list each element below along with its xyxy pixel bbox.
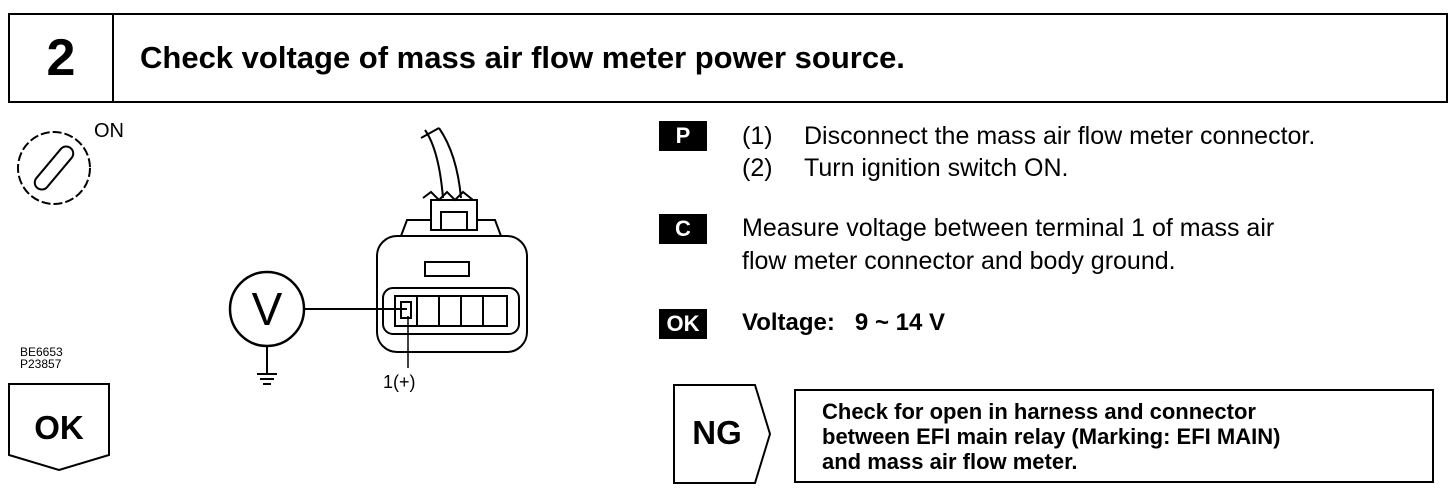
step-text: Disconnect the mass air flow meter conne… <box>804 122 1316 150</box>
voltmeter-symbol: V <box>252 283 283 335</box>
ng-result-tab: NG <box>673 384 773 484</box>
procedure-step: (1) Disconnect the mass air flow meter co… <box>742 120 1315 152</box>
voltage-spec: Voltage: 9 ~ 14 V <box>742 308 945 338</box>
terminal-label: 1(+) <box>383 372 416 392</box>
spec-label: Voltage: <box>742 309 835 336</box>
ng-result-label: NG <box>692 414 742 451</box>
connector-housing <box>400 219 502 237</box>
prep-badge: P <box>659 121 707 151</box>
step-number: 2 <box>10 15 114 101</box>
step-header: 2 Check voltage of mass air flow meter p… <box>8 13 1448 103</box>
step-title: Check voltage of mass air flow meter pow… <box>140 40 905 75</box>
ignition-on-label: ON <box>94 120 124 142</box>
procedure-step: (2) Turn ignition switch ON. <box>742 152 1068 184</box>
spec-value: 9 ~ 14 V <box>854 309 945 336</box>
check-badge: C <box>659 214 707 244</box>
ng-line: and mass air flow meter. <box>822 449 1078 474</box>
figure-codes: BE6653 P23857 <box>20 346 63 370</box>
ok-result-tab: OK <box>8 383 110 471</box>
ng-line: Check for open in harness and connector <box>822 399 1256 424</box>
figure-code: BE6653 <box>20 345 63 359</box>
step-num: (2) <box>742 154 773 182</box>
ng-line: between EFI main relay (Marking: EFI MAI… <box>822 424 1281 449</box>
check-line: flow meter connector and body ground. <box>742 247 1176 275</box>
step-num: (1) <box>742 122 773 150</box>
connector-diagram: V <box>228 127 528 385</box>
ignition-switch-icon <box>17 131 91 205</box>
ok-badge: OK <box>659 309 707 339</box>
step-text: Turn ignition switch ON. <box>804 154 1069 182</box>
wire-harness <box>424 129 444 199</box>
check-line: Measure voltage between terminal 1 of ma… <box>742 214 1275 242</box>
figure-code: P23857 <box>20 357 62 371</box>
ng-instruction: Check for open in harness and connector … <box>794 389 1434 483</box>
ok-result-label: OK <box>34 409 84 446</box>
